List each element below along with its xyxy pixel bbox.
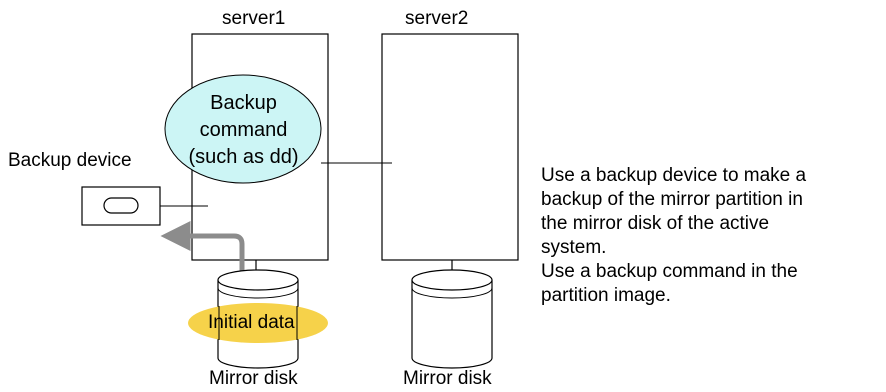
server2-box	[381, 33, 519, 261]
backup-flow-arrow	[160, 221, 245, 272]
backup-command-bubble	[164, 74, 322, 184]
mirror-disk-2-label: Mirror disk	[403, 368, 492, 389]
mirror-disk-2	[411, 260, 493, 369]
initial-data-highlight	[188, 303, 328, 343]
server1-label: server1	[222, 8, 286, 29]
backup-command-line-2: command	[199, 119, 288, 141]
backup-device-slot-icon	[103, 197, 139, 214]
mirror-disk-1-label: Mirror disk	[209, 368, 298, 389]
backup-device-label: Backup device	[8, 150, 132, 171]
backup-command-label: Backup command (such as dd)	[165, 90, 322, 171]
description-line-2: backup of the mirror partition in	[541, 189, 803, 210]
backup-device-box	[81, 186, 161, 226]
description-line-6: partition image.	[541, 285, 671, 306]
description-line-4: system.	[541, 237, 607, 258]
mirror-disk-1	[188, 260, 328, 369]
backup-command-line-1: Backup	[210, 92, 277, 114]
description-line-5: Use a backup command in the	[541, 261, 798, 282]
description-line-3: the mirror disk of the active	[541, 213, 770, 234]
description-text: Use a backup device to make a backup of …	[541, 164, 806, 308]
description-line-1: Use a backup device to make a	[541, 165, 807, 186]
server2-label: server2	[405, 8, 469, 29]
backup-command-line-3: (such as dd)	[188, 146, 299, 168]
initial-data-label: Initial data	[208, 312, 295, 333]
